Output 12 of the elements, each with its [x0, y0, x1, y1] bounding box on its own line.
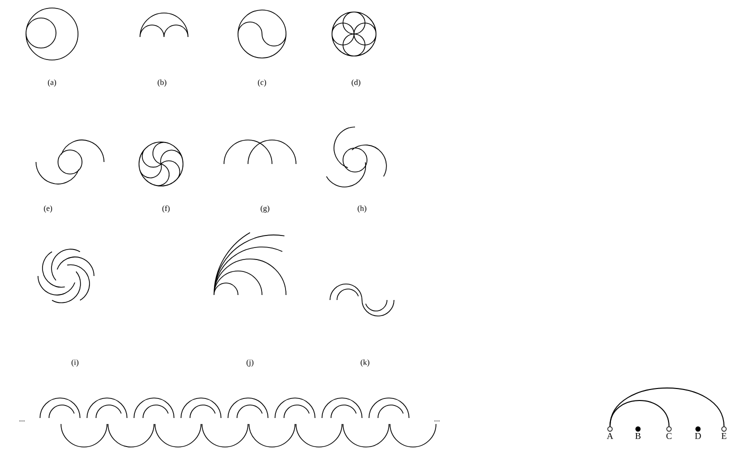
point: A	[606, 426, 614, 439]
arc	[610, 400, 670, 427]
node-label: B	[635, 432, 641, 439]
point: E	[721, 426, 727, 439]
point: D	[695, 426, 701, 439]
point: C	[666, 426, 672, 439]
point: B	[635, 426, 641, 439]
arc	[610, 388, 724, 427]
node-label: A	[606, 432, 614, 439]
node-label: C	[666, 432, 672, 440]
node-label: E	[722, 432, 726, 439]
node-label: D	[695, 432, 701, 439]
